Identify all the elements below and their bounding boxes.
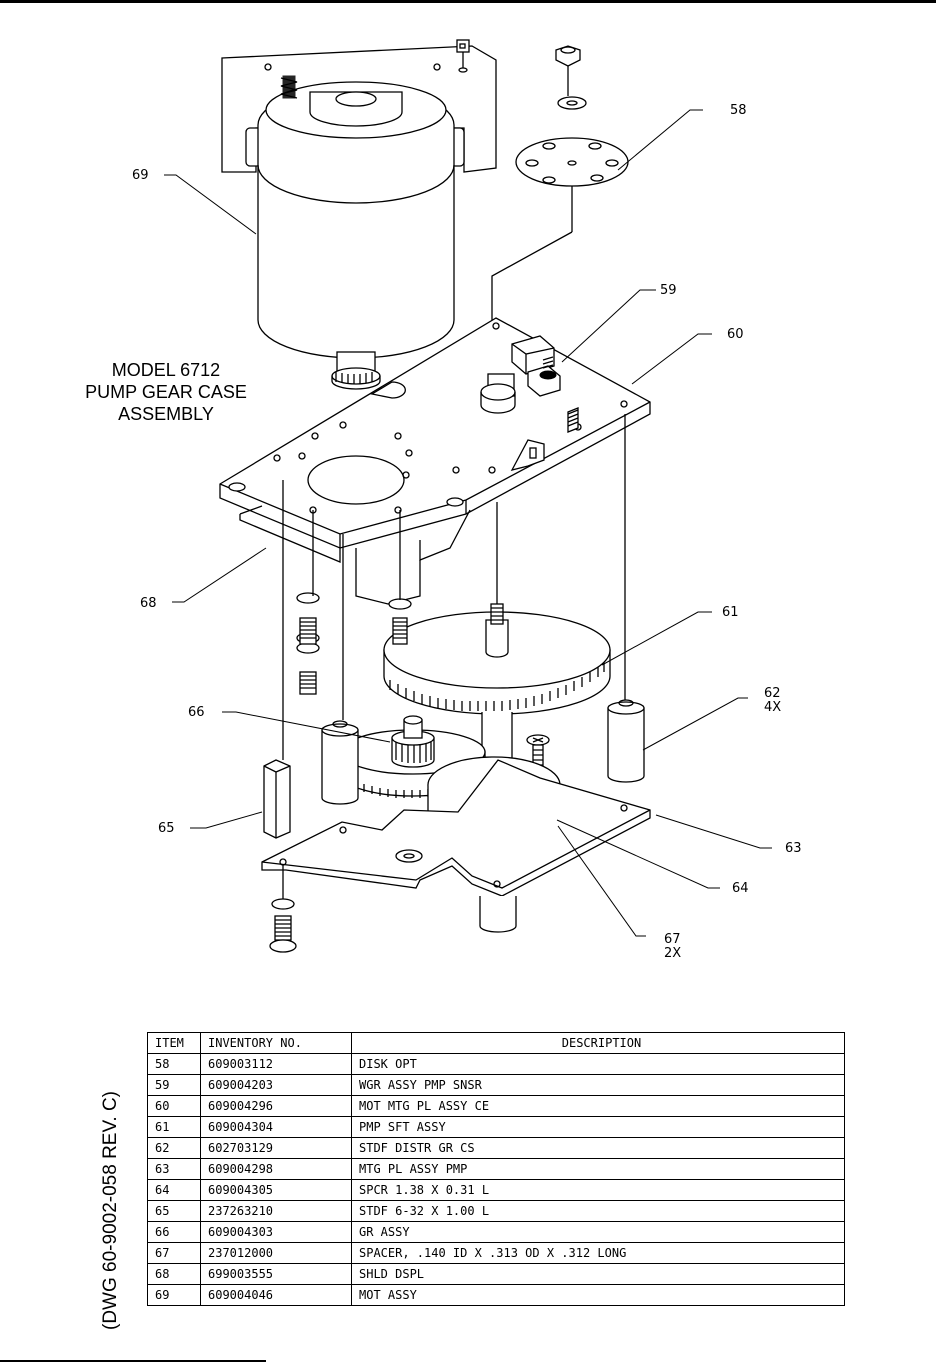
cell-description: SHLD DSPL — [351, 1263, 845, 1285]
cell-inventory: 609004203 — [200, 1074, 352, 1096]
cell-inventory: 602703129 — [200, 1137, 352, 1159]
callout-61: 61 — [722, 605, 739, 620]
callout-65: 65 — [158, 821, 175, 836]
header-description: DESCRIPTION — [351, 1032, 845, 1054]
cell-inventory: 237263210 — [200, 1200, 352, 1222]
callout-60: 60 — [727, 327, 744, 342]
cell-description: WGR ASSY PMP SNSR — [351, 1074, 845, 1096]
cell-description: MOT MTG PL ASSY CE — [351, 1095, 845, 1117]
pump-mounting-plate-illustration — [261, 756, 651, 933]
cell-item: 64 — [147, 1179, 201, 1201]
cell-item: 68 — [147, 1263, 201, 1285]
cell-inventory: 609004046 — [200, 1284, 352, 1306]
callout-67-qty: 2X — [664, 946, 681, 961]
header-item: ITEM — [147, 1032, 201, 1054]
top-border-rule — [0, 0, 936, 3]
cell-item: 62 — [147, 1137, 201, 1159]
callout-66: 66 — [188, 705, 205, 720]
cell-item: 60 — [147, 1095, 201, 1117]
callout-64: 64 — [732, 881, 749, 896]
motor-assembly-illustration — [221, 39, 497, 390]
callout-62-qty: 4X — [764, 700, 781, 715]
callout-67: 67 — [664, 932, 681, 947]
cell-item: 65 — [147, 1200, 201, 1222]
callout-63: 63 — [785, 841, 802, 856]
cell-description: MTG PL ASSY PMP — [351, 1158, 845, 1180]
header-inventory: INVENTORY NO. — [200, 1032, 352, 1054]
cell-description: PMP SFT ASSY — [351, 1116, 845, 1138]
cell-item: 67 — [147, 1242, 201, 1264]
cell-item: 69 — [147, 1284, 201, 1306]
callout-labels: 58 59 60 61 62 4X 63 64 65 66 67 2X 68 6… — [132, 103, 802, 961]
drawing-number: (DWG 60-9002-058 REV. C) — [100, 1090, 121, 1330]
cell-item: 59 — [147, 1074, 201, 1096]
cell-description: DISK OPT — [351, 1053, 845, 1075]
cell-inventory: 699003555 — [200, 1263, 352, 1285]
assembly-title: MODEL 6712 PUMP GEAR CASE ASSEMBLY — [85, 360, 247, 424]
cell-inventory: 609004298 — [200, 1158, 352, 1180]
pump-shaft-gear-illustration — [383, 502, 611, 783]
cell-inventory: 237012000 — [200, 1242, 352, 1264]
cell-description: STDF DISTR GR CS — [351, 1137, 845, 1159]
footnote-rule — [0, 1360, 266, 1362]
leader-lines — [164, 109, 772, 937]
cell-item: 66 — [147, 1221, 201, 1243]
optical-disk-illustration — [491, 45, 629, 370]
callout-68: 68 — [140, 596, 157, 611]
pump-sensor-illustration — [510, 335, 579, 471]
cell-inventory: 609004296 — [200, 1095, 352, 1117]
gear-assembly-illustration — [340, 715, 486, 798]
cell-inventory: 609004304 — [200, 1116, 352, 1138]
cell-item: 63 — [147, 1158, 201, 1180]
cell-description: SPCR 1.38 X 0.31 L — [351, 1179, 845, 1201]
cell-inventory: 609004305 — [200, 1179, 352, 1201]
title-line-3: ASSEMBLY — [118, 404, 214, 424]
title-line-2: PUMP GEAR CASE — [85, 382, 247, 402]
cell-inventory: 609003112 — [200, 1053, 352, 1075]
cell-description: MOT ASSY — [351, 1284, 845, 1306]
motor-spring — [280, 75, 298, 99]
cell-inventory: 609004303 — [200, 1221, 352, 1243]
bottom-screw-illustration — [269, 865, 297, 953]
cell-item: 61 — [147, 1116, 201, 1138]
cell-description: SPACER, .140 ID X .313 OD X .312 LONG — [351, 1242, 845, 1264]
motor-mounting-plate-illustration — [219, 317, 651, 605]
callout-59: 59 — [660, 283, 677, 298]
exploded-assembly-diagram: 58 59 60 61 62 4X 63 64 65 66 67 2X 68 6… — [85, 39, 802, 961]
callout-58: 58 — [730, 103, 747, 118]
callout-69: 69 — [132, 168, 149, 183]
cell-item: 58 — [147, 1053, 201, 1075]
cell-description: GR ASSY — [351, 1221, 845, 1243]
cell-description: STDF 6-32 X 1.00 L — [351, 1200, 845, 1222]
table-header-row: ITEM INVENTORY NO. DESCRIPTION — [147, 1032, 845, 1054]
callout-62: 62 — [764, 686, 781, 701]
title-line-1: MODEL 6712 — [112, 360, 220, 380]
